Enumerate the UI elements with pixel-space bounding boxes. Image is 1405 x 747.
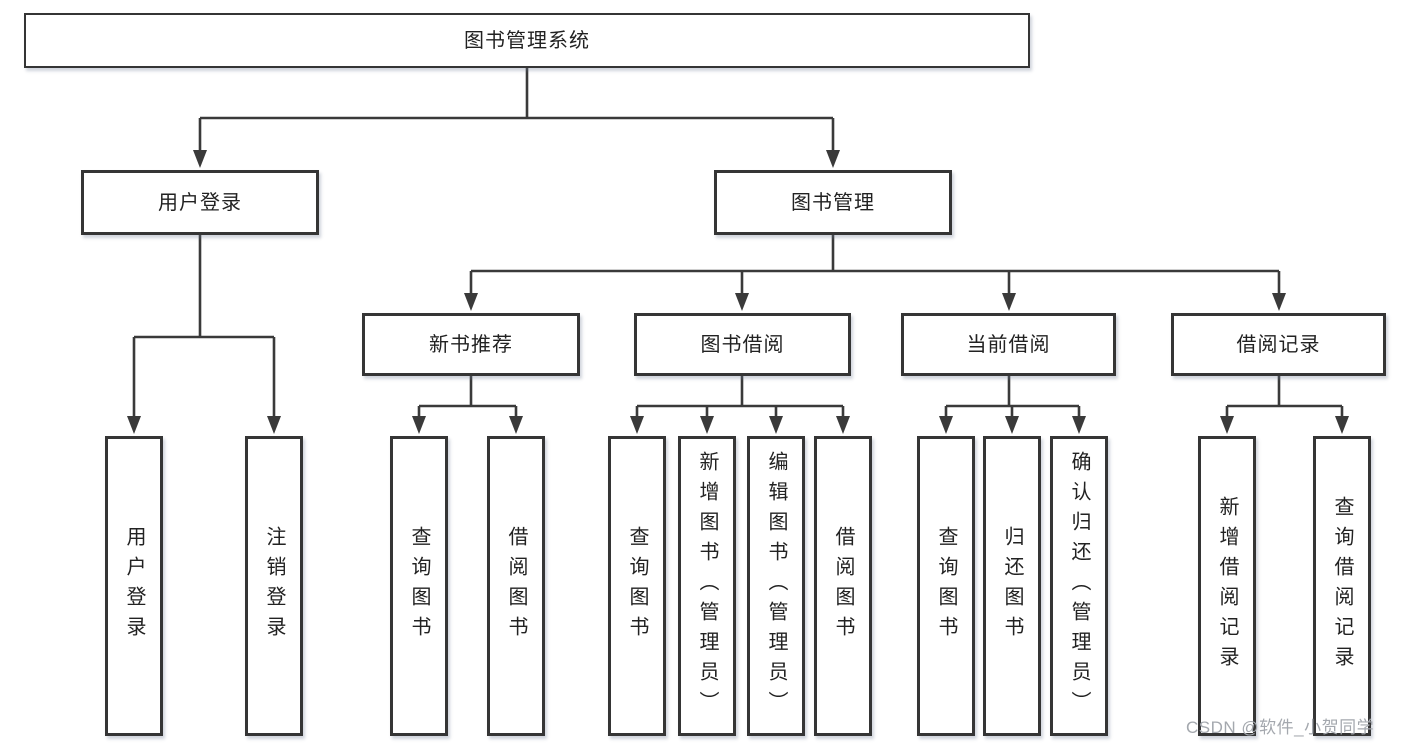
leaf-borrow-books: 借阅图书 (814, 436, 872, 736)
node-label: 图书借阅 (700, 333, 785, 356)
leaf-confirm-return-admin: 确认归还（管理员） (1050, 436, 1108, 736)
leaf-query-borrow-record: 查询借阅记录 (1313, 436, 1371, 736)
node-label: 新书推荐 (429, 333, 513, 356)
node-label: 注销登录 (263, 526, 285, 646)
node-label: 当前借阅 (966, 333, 1051, 356)
node-label: 新增图书（管理员） (696, 451, 718, 721)
node-label: 查询图书 (626, 526, 648, 646)
node-label: 查询图书 (408, 526, 430, 646)
node-user-login: 用户登录 (81, 170, 319, 235)
leaf-query-books-current: 查询图书 (917, 436, 975, 736)
leaf-query-books-borrow: 查询图书 (608, 436, 666, 736)
node-book-management: 图书管理 (714, 170, 952, 235)
leaf-query-books-recommend: 查询图书 (390, 436, 448, 736)
node-new-book-recommendation: 新书推荐 (362, 313, 580, 376)
node-label: 用户登录 (158, 191, 242, 214)
leaf-add-book-admin: 新增图书（管理员） (678, 436, 736, 736)
node-label: 编辑图书（管理员） (765, 451, 787, 721)
node-label: 借阅记录 (1236, 333, 1321, 356)
leaf-logout: 注销登录 (245, 436, 303, 736)
leaf-borrow-books-recommend: 借阅图书 (487, 436, 545, 736)
node-label: 查询图书 (935, 526, 957, 646)
node-book-borrowing: 图书借阅 (634, 313, 851, 376)
node-label: 确认归还（管理员） (1068, 451, 1090, 721)
node-label: 借阅图书 (505, 526, 527, 646)
node-library-management-system: 图书管理系统 (24, 13, 1030, 68)
node-label: 归还图书 (1001, 526, 1023, 646)
node-label: 图书管理 (791, 191, 875, 214)
csdn-watermark: CSDN @软件_小贺同学 (1186, 718, 1375, 737)
leaf-add-borrow-record: 新增借阅记录 (1198, 436, 1256, 736)
leaf-edit-book-admin: 编辑图书（管理员） (747, 436, 805, 736)
node-label: 用户登录 (123, 526, 145, 646)
leaf-return-book: 归还图书 (983, 436, 1041, 736)
node-label: 图书管理系统 (464, 29, 590, 52)
node-label: 借阅图书 (832, 526, 854, 646)
node-label: 查询借阅记录 (1331, 496, 1353, 676)
node-label: 新增借阅记录 (1216, 496, 1238, 676)
node-borrowing-records: 借阅记录 (1171, 313, 1386, 376)
leaf-user-login: 用户登录 (105, 436, 163, 736)
node-current-borrowing: 当前借阅 (901, 313, 1116, 376)
